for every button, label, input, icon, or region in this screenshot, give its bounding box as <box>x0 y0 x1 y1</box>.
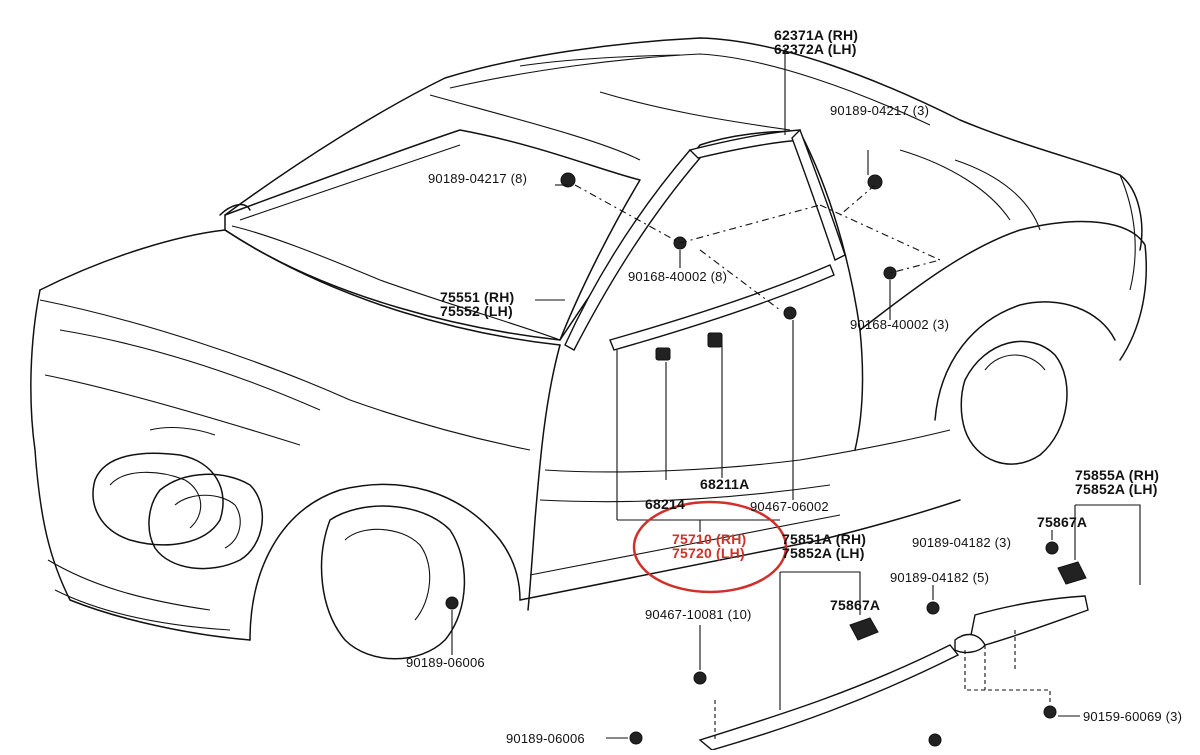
label-75852a-upper: 75852A (LH) <box>1075 481 1158 497</box>
locator-lines <box>535 48 942 532</box>
label-68211a: 68211A <box>700 476 750 492</box>
label-90189-04217-left: 90189-04217 (8) <box>428 171 528 186</box>
clip-75867a-lower-icon <box>849 617 879 641</box>
clip-90168-40002-right-icon <box>883 266 897 280</box>
label-75851a: 75851A (RH) <box>782 531 867 547</box>
label-75710-group: 75710 (RH) 75720 (LH) <box>672 532 746 560</box>
bolt-90189-04217-left-icon <box>560 172 576 188</box>
label-90189-04182-5: 90189-04182 (5) <box>890 570 990 585</box>
label-62371a: 62371A (RH) <box>774 27 859 43</box>
bolt-90189-04217-right-icon <box>867 174 883 190</box>
bolt-90189-06006-lower-icon <box>629 731 643 745</box>
label-90168-40002-left: 90168-40002 (8) <box>628 269 728 284</box>
window-moldings <box>560 128 897 361</box>
side-skirt-parts <box>445 504 1141 751</box>
screw-90467-06002-icon <box>783 306 797 320</box>
label-75720: 75720 (LH) <box>672 545 745 561</box>
label-62371-group: 62371A (RH) 62372A (LH) <box>774 28 858 56</box>
label-75551: 75551 (RH) <box>440 289 515 305</box>
label-68214: 68214 <box>645 496 685 512</box>
bolt-90159-60069-icon <box>1043 705 1057 719</box>
label-75851-group: 75851A (RH) 75852A (LH) <box>782 532 866 560</box>
label-90189-06006-lower: 90189-06006 <box>506 731 585 746</box>
label-90159-60069: 90159-60069 (3) <box>1083 709 1183 724</box>
label-75867a-lower: 75867A <box>830 597 881 613</box>
label-75867a-upper: 75867A <box>1037 514 1088 530</box>
label-75855a: 75855A (RH) <box>1075 467 1160 483</box>
bolt-90189-04182-3-icon <box>1045 541 1059 555</box>
clip-68211-icon <box>707 332 723 348</box>
label-75855-group: 75855A (RH) 75852A (LH) <box>1075 468 1159 496</box>
label-90168-40002-right: 90168-40002 (3) <box>850 317 950 332</box>
bolt-90189-06006-upper-icon <box>445 596 459 610</box>
clip-68214-icon <box>655 347 671 361</box>
bolt-bottom-icon <box>928 733 942 747</box>
clip-75867a-upper-icon <box>1057 561 1087 585</box>
label-75710: 75710 (RH) <box>672 531 747 547</box>
label-90189-04182-3: 90189-04182 (3) <box>912 535 1012 550</box>
label-62372a: 62372A (LH) <box>774 41 857 57</box>
bolt-90189-04182-5-icon <box>926 601 940 615</box>
label-90467-06002: 90467-06002 <box>750 499 829 514</box>
highlight-circle <box>632 500 788 594</box>
screw-90467-10081-icon <box>693 671 707 685</box>
label-90189-06006-upper: 90189-06006 <box>406 655 485 670</box>
car-body <box>30 37 1148 660</box>
label-75852a-lower: 75852A (LH) <box>782 545 865 561</box>
label-90467-10081: 90467-10081 (10) <box>645 607 752 622</box>
label-90189-04217-right: 90189-04217 (3) <box>830 103 930 118</box>
label-75552: 75552 (LH) <box>440 303 513 319</box>
label-75551-group: 75551 (RH) 75552 (LH) <box>440 290 514 318</box>
